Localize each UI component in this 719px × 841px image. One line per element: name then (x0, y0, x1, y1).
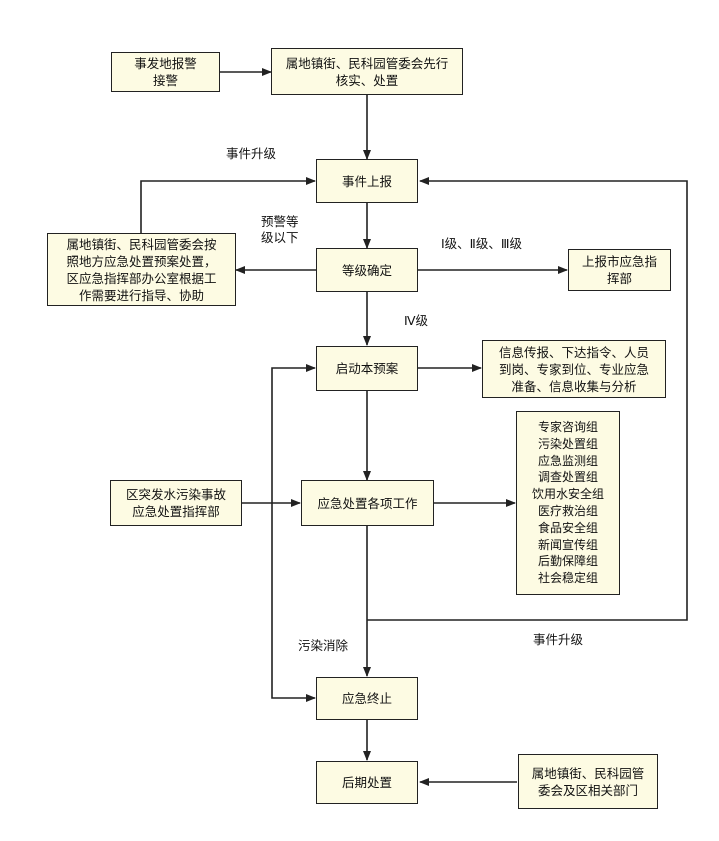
node-local-plan: 属地镇街、民科园管委会按 照地方应急处置预案处置， 区应急指挥部办公室根据工 作… (47, 233, 236, 306)
arrow-upgrade-loop-to-report (367, 177, 688, 621)
node-city: 上报市应急指 挥部 (568, 249, 671, 291)
node-hq-text: 区突发水污染事故 应急处置指挥部 (125, 487, 226, 519)
node-report: 事件上报 (316, 159, 418, 203)
node-verify-text: 属地镇街、民科园管委会先行 核实、处置 (285, 55, 449, 88)
label-upgrade-bottom: 事件升级 (533, 632, 584, 647)
arrow-hq-to-end (271, 503, 316, 702)
label-below-warning: 预警等 级以下 (261, 214, 299, 245)
node-alarm-text: 事发地报警 接警 (134, 56, 197, 88)
node-tasks: 应急处置各项工作 (301, 480, 434, 526)
label-pollution-cleared: 污染消除 (298, 638, 349, 653)
node-city-text: 上报市应急指 挥部 (581, 254, 657, 286)
node-verify: 属地镇街、民科园管委会先行 核实、处置 (271, 48, 463, 95)
arrow-hq-to-activate (271, 364, 316, 503)
node-tasks-text: 应急处置各项工作 (317, 495, 418, 511)
label-upgrade-top: 事件升级 (226, 146, 277, 161)
node-alarm: 事发地报警 接警 (111, 52, 220, 92)
node-hq: 区突发水污染事故 应急处置指挥部 (110, 480, 242, 526)
node-aftermath-text: 后期处置 (341, 775, 392, 790)
node-local-dept: 属地镇街、民科园管 委会及区相关部门 (518, 754, 658, 809)
node-report-text: 事件上报 (341, 173, 392, 189)
label-level-4: Ⅳ级 (404, 313, 429, 328)
node-local-dept-text: 属地镇街、民科园管 委会及区相关部门 (531, 765, 645, 798)
node-activate: 启动本预案 (316, 346, 418, 391)
arrow-local-plan-to-report (140, 177, 316, 233)
node-groups: 专家咨询组 污染处置组 应急监测组 调查处置组 饮用水安全组 医疗救治组 食品安… (516, 411, 620, 595)
node-grade: 等级确定 (316, 248, 418, 292)
node-local-plan-text: 属地镇街、民科园管委会按 照地方应急处置预案处置， 区应急指挥部办公室根据工 作… (66, 236, 217, 303)
node-info: 信息传报、下达指令、人员 到岗、专家到位、专业应急 准备、信息收集与分析 (482, 340, 666, 398)
node-end-text: 应急终止 (341, 691, 392, 706)
node-info-text: 信息传报、下达指令、人员 到岗、专家到位、专业应急 准备、信息收集与分析 (498, 344, 649, 394)
node-grade-text: 等级确定 (341, 262, 392, 278)
node-aftermath: 后期处置 (316, 761, 418, 804)
node-groups-text: 专家咨询组 污染处置组 应急监测组 调查处置组 饮用水安全组 医疗救治组 食品安… (531, 420, 604, 586)
node-end: 应急终止 (316, 677, 418, 720)
node-activate-text: 启动本预案 (335, 361, 399, 376)
label-levels-123: Ⅰ级、Ⅱ级、Ⅲ级 (441, 236, 522, 251)
